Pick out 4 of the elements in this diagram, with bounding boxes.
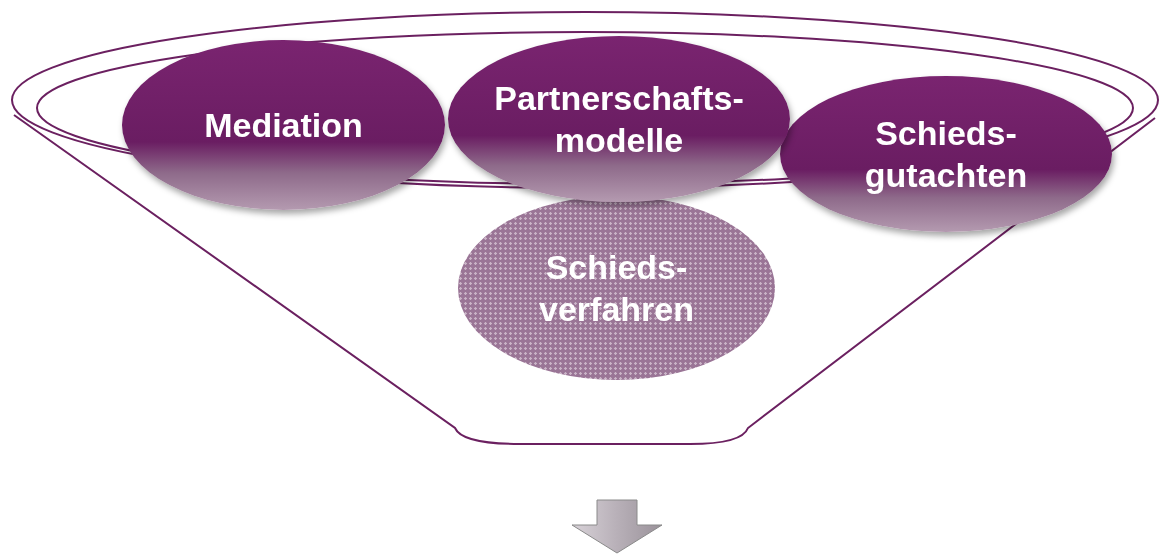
node-label: Schieds- verfahren — [538, 246, 695, 330]
node-label: Mediation — [203, 104, 364, 146]
node-label: Schieds- gutachten — [863, 112, 1029, 196]
node-label: Partnerschafts- modelle — [493, 77, 745, 161]
